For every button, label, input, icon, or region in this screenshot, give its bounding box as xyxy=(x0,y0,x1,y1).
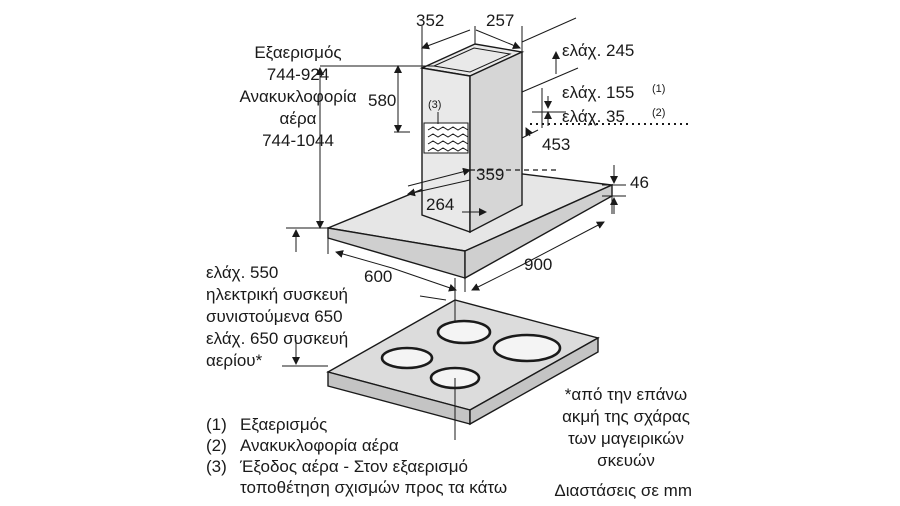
dimension-453: 453 xyxy=(542,135,570,154)
svg-text:αέρα: αέρα xyxy=(280,109,317,128)
dimension-46: 46 xyxy=(630,173,649,192)
dimension-min-35: ελάχ. 35 xyxy=(562,107,625,126)
svg-text:ελάχ. 650 συσκευή: ελάχ. 650 συσκευή xyxy=(206,329,348,348)
dimension-min-155-ref: (1) xyxy=(652,83,665,95)
cooktop-side-edge xyxy=(469,336,599,426)
svg-text:ηλεκτρική συσκευή: ηλεκτρική συσκευή xyxy=(206,285,348,304)
air-outlet-slots xyxy=(423,122,469,154)
svg-text:συνιστούμενα 650: συνιστούμενα 650 xyxy=(206,307,343,326)
svg-text:744-1044: 744-1044 xyxy=(262,131,334,150)
burner-left xyxy=(380,346,434,370)
legend-text-3: Έξοδος αέρα - Στον εξαερισμό xyxy=(239,457,468,476)
svg-text:των μαγειρικών: των μαγειρικών xyxy=(568,429,684,448)
dimension-257: 257 xyxy=(486,11,514,30)
svg-text:σκευών: σκευών xyxy=(597,451,655,470)
units-note: Διαστάσεις σε mm xyxy=(554,481,692,500)
dimension-600: 600 xyxy=(364,267,392,286)
burner-back xyxy=(436,319,492,345)
dimension-900: 900 xyxy=(524,255,552,274)
svg-text:Ανακυκλοφορία: Ανακυκλοφορία xyxy=(239,87,356,106)
footnote: *από την επάνω ακμή της σχάρας των μαγει… xyxy=(562,385,690,470)
svg-text:ελάχ. 550: ελάχ. 550 xyxy=(206,263,278,282)
svg-text:ακμή της σχάρας: ακμή της σχάρας xyxy=(562,407,690,426)
legend-text-4: τοποθέτηση σχισμών προς τα κάτω xyxy=(240,478,507,497)
legend-text-1: Εξαερισμός xyxy=(240,415,327,434)
clearance-label: ελάχ. 550 ηλεκτρική συσκευή συνιστούμενα… xyxy=(206,263,348,370)
burner-right xyxy=(492,333,562,363)
dimension-352: 352 xyxy=(416,11,444,30)
legend-num-3: (3) xyxy=(206,457,227,476)
chimney xyxy=(419,43,560,234)
chimney-side xyxy=(469,50,523,234)
dimension-min-35-ref: (2) xyxy=(652,107,665,119)
legend-text-2: Ανακυκλοφορία αέρα xyxy=(240,436,399,455)
svg-text:αερίου*: αερίου* xyxy=(206,351,263,370)
duct-height-label: Εξαερισμός 744-924 Ανακυκλοφορία αέρα 74… xyxy=(239,43,356,150)
dimension-min-245: ελάχ. 245 xyxy=(562,41,634,60)
cooktop xyxy=(326,299,600,426)
callout-3: (3) xyxy=(428,99,441,111)
svg-text:744-924: 744-924 xyxy=(267,65,329,84)
dimension-264: 264 xyxy=(426,195,454,214)
legend: (1) Εξαερισμός (2) Ανακυκλοφορία αέρα (3… xyxy=(206,415,507,497)
dimension-359: 359 xyxy=(476,165,504,184)
legend-num-1: (1) xyxy=(206,415,227,434)
svg-text:*από την επάνω: *από την επάνω xyxy=(565,385,687,404)
dimension-min-155: ελάχ. 155 xyxy=(562,83,634,102)
dimension-580: 580 xyxy=(368,91,396,110)
svg-text:Εξαερισμός: Εξαερισμός xyxy=(254,43,341,62)
legend-num-2: (2) xyxy=(206,436,227,455)
